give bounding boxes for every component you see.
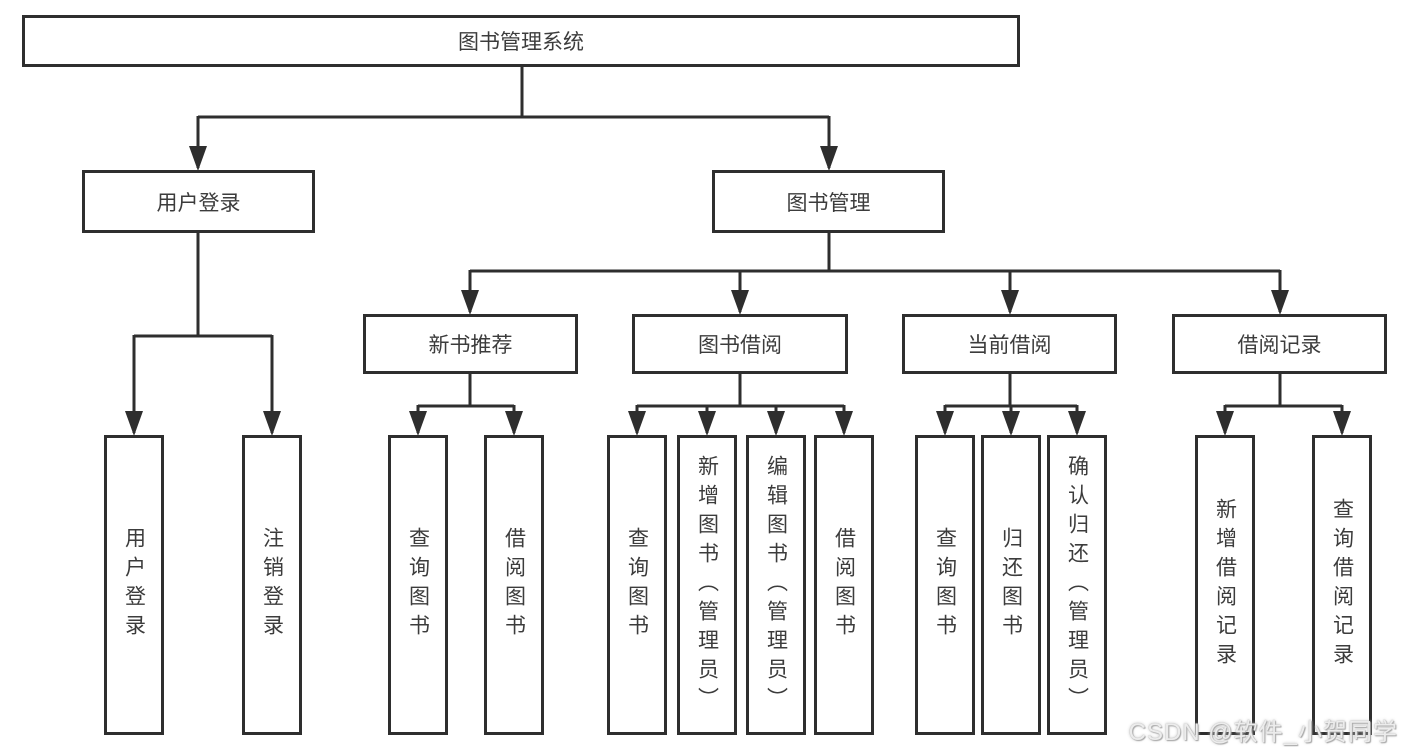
arrowhead-icons <box>125 146 1351 436</box>
node-label: 编辑图书（管理员） <box>764 454 788 716</box>
node-nbr-borrow-books: 借阅图书 <box>484 435 544 735</box>
node-book-borrow: 图书借阅 <box>632 314 848 374</box>
node-label: 查询图书 <box>406 527 430 643</box>
node-label: 图书管理 <box>786 191 871 215</box>
node-br-query-record: 查询借阅记录 <box>1312 435 1372 735</box>
node-bb-edit-books-admin: 编辑图书（管理员） <box>746 435 806 735</box>
csdn-watermark: CSDN @软件_小贺同学 <box>1128 719 1398 746</box>
node-label: 用户登录 <box>156 191 241 215</box>
node-label: 用户登录 <box>122 527 146 643</box>
node-label: 借阅记录 <box>1237 334 1322 357</box>
node-bb-add-books-admin: 新增图书（管理员） <box>677 435 737 735</box>
node-label: 借阅图书 <box>832 527 856 643</box>
node-nbr-query-books: 查询图书 <box>388 435 448 735</box>
node-br-add-record: 新增借阅记录 <box>1195 435 1255 735</box>
node-bb-borrow-books: 借阅图书 <box>814 435 874 735</box>
node-label: 借阅图书 <box>502 527 526 643</box>
node-label: 新书推荐 <box>428 334 513 357</box>
node-logout: 注销登录 <box>242 435 302 735</box>
node-label: 确认归还（管理员） <box>1065 454 1089 716</box>
node-label: 查询借阅记录 <box>1330 498 1354 672</box>
node-label: 图书管理系统 <box>458 31 584 54</box>
node-label: 图书借阅 <box>698 334 782 357</box>
node-label: 当前借阅 <box>967 334 1052 357</box>
node-cb-return-books: 归还图书 <box>981 435 1041 735</box>
node-root-system: 图书管理系统 <box>22 15 1020 67</box>
node-label: 归还图书 <box>999 527 1023 643</box>
node-user-login: 用户登录 <box>104 435 164 735</box>
node-label: 新增图书（管理员） <box>695 454 719 716</box>
node-current-borrow: 当前借阅 <box>902 314 1117 374</box>
node-book-management: 图书管理 <box>712 170 945 233</box>
node-user-login-group: 用户登录 <box>82 170 315 233</box>
node-label: 查询图书 <box>933 527 957 643</box>
node-label: 注销登录 <box>260 527 284 643</box>
node-label: 新增借阅记录 <box>1213 498 1237 672</box>
node-cb-query-books: 查询图书 <box>915 435 975 735</box>
node-borrow-records: 借阅记录 <box>1172 314 1387 374</box>
node-label: 查询图书 <box>625 527 649 643</box>
node-cb-confirm-return-admin: 确认归还（管理员） <box>1047 435 1107 735</box>
node-bb-query-books: 查询图书 <box>607 435 667 735</box>
node-new-book-recommend: 新书推荐 <box>363 314 578 374</box>
